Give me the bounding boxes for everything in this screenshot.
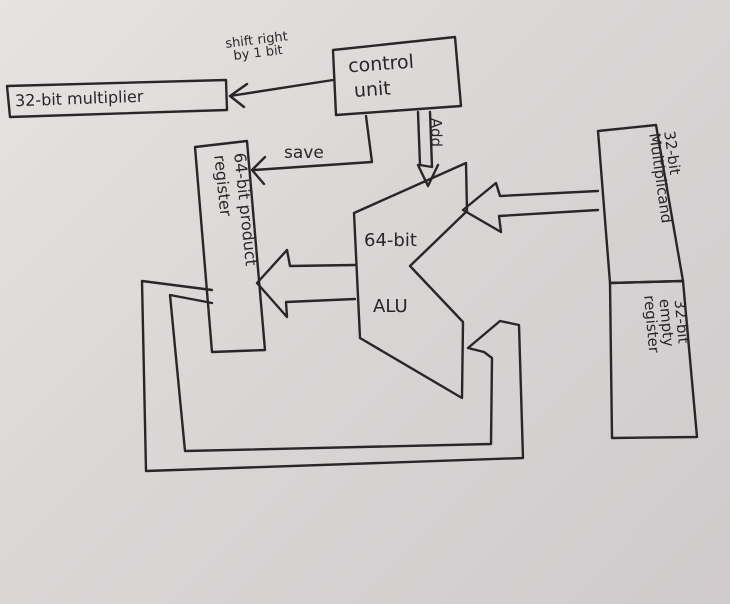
multiplier-register-label: 32-bit multiplier [14, 86, 144, 111]
multiplicand-to-alu-arrow [461, 181, 600, 234]
alu-to-product-arrow [255, 248, 357, 319]
save-signal-arrow [250, 114, 374, 186]
alu-label-bottom: ALU [373, 296, 408, 317]
add-signal-label: Add [427, 118, 445, 148]
control-unit-line2: unit [353, 77, 392, 102]
alu-label-top: 64-bit [364, 230, 417, 251]
product-register-box [193, 139, 267, 354]
shift-signal-arrow [228, 78, 335, 109]
save-signal-label: save [284, 143, 324, 163]
multiplier-register-box [5, 78, 229, 119]
control-unit-box [331, 35, 463, 117]
control-unit-line1: control [347, 50, 415, 78]
empty-register-box [608, 279, 699, 440]
alu-shape [352, 161, 469, 400]
feedback-loop [140, 279, 525, 473]
control-unit-label: control unit [347, 50, 417, 102]
empty-register-label: 32-bit empty register [640, 292, 692, 353]
add-signal-arrow [416, 110, 440, 188]
